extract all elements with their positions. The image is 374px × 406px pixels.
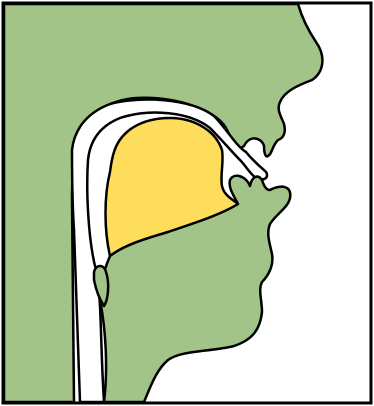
diagram-canvas [0,0,374,406]
vocal-tract-diagram [0,0,374,406]
